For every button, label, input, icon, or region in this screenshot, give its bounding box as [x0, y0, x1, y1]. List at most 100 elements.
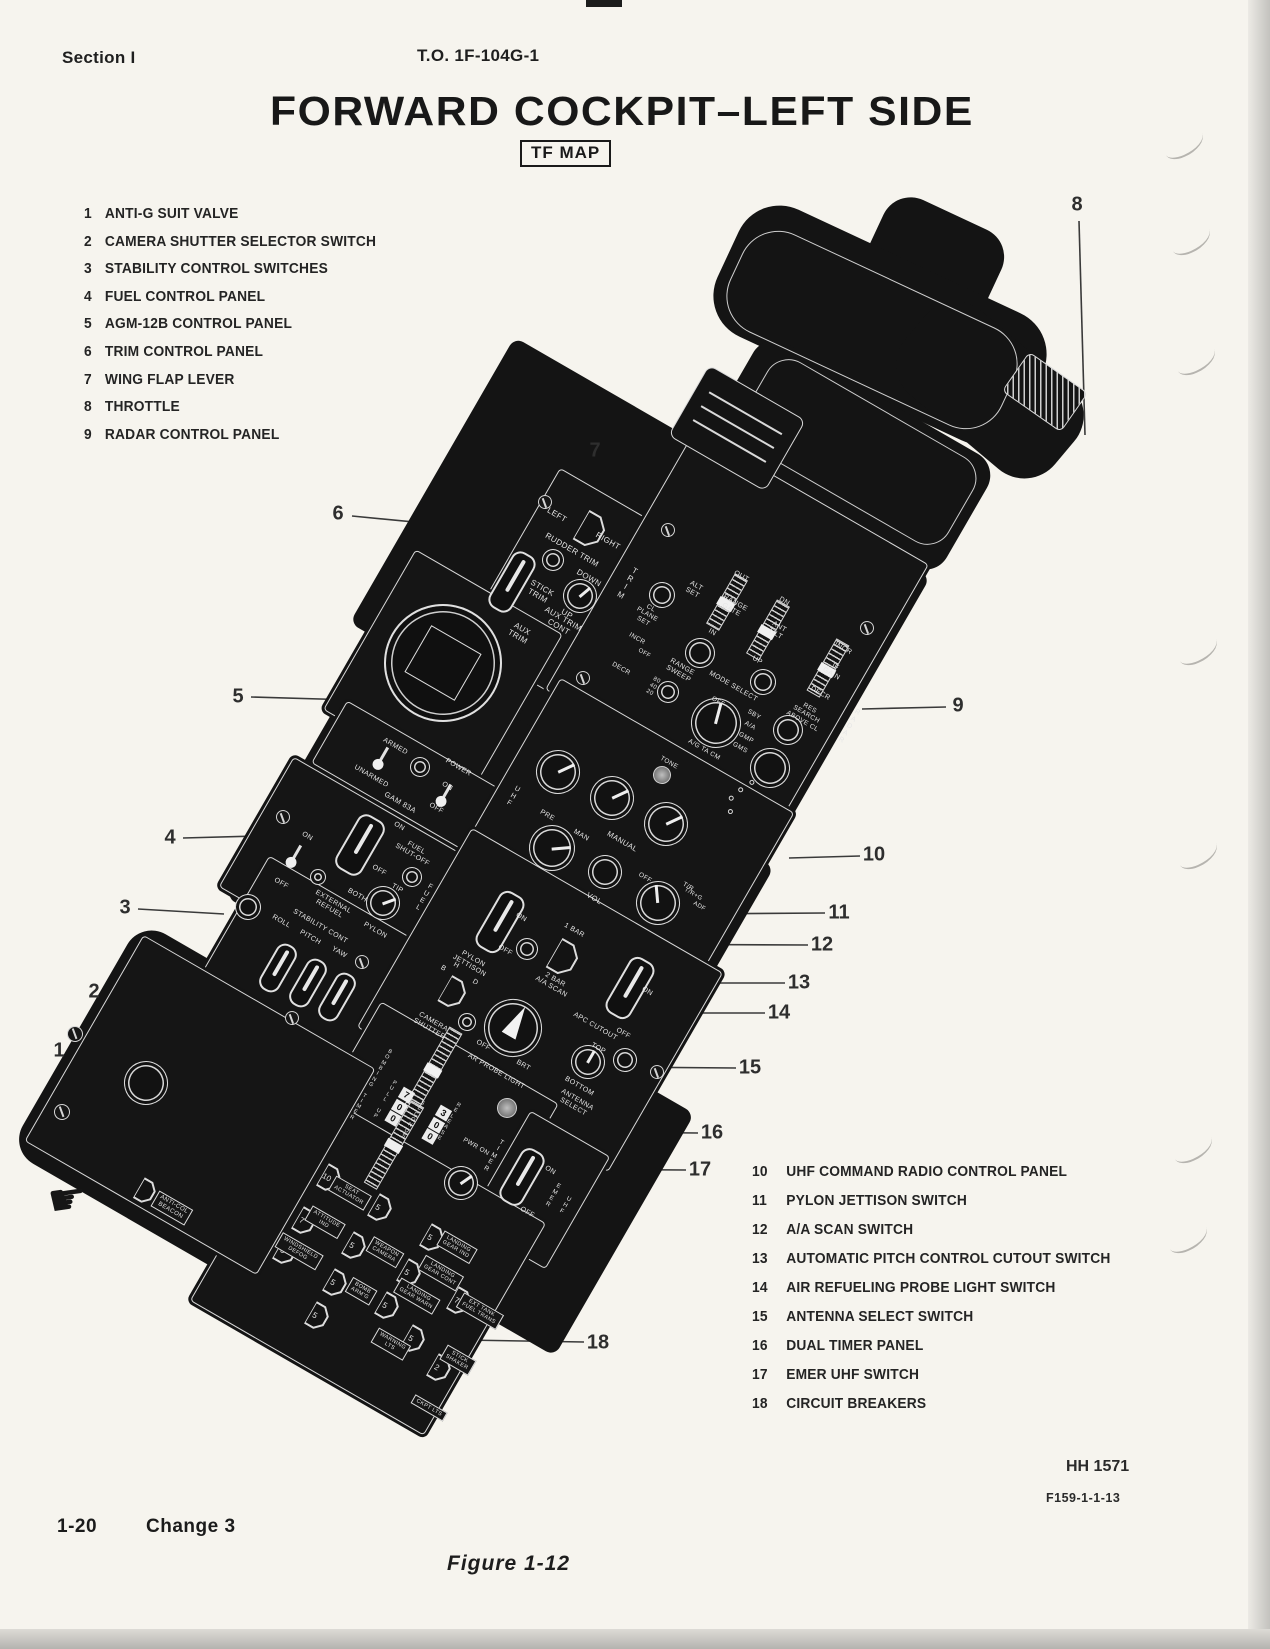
legend-item-number: 7 [84, 371, 92, 388]
legend-item-label: AIR REFUELING PROBE LIGHT SWITCH [786, 1280, 1056, 1296]
grip-ridge [700, 405, 774, 450]
callout-9: 9 [952, 694, 964, 717]
ref-hh: HH 1571 [1066, 1458, 1130, 1475]
legend-item-7: 7 WING FLAP LEVER [84, 372, 235, 388]
callout-12: 12 [810, 933, 834, 956]
callout-14: 14 [767, 1001, 791, 1024]
legend-item-18: 18 CIRCUIT BREAKERS [752, 1396, 926, 1412]
callout-8: 8 [1071, 193, 1083, 216]
legend-item-number: 5 [84, 316, 92, 333]
legend-item-label: DUAL TIMER PANEL [786, 1338, 924, 1354]
leader-line-3 [137, 908, 225, 915]
callout-4: 4 [164, 826, 176, 849]
legend-item-number: 17 [752, 1367, 768, 1383]
legend-item-label: CIRCUIT BREAKERS [786, 1396, 927, 1412]
knob-pointer [664, 815, 683, 827]
callout-5: 5 [232, 685, 244, 708]
change-number: Change 3 [146, 1516, 236, 1537]
callout-6: 6 [332, 502, 344, 525]
grip-ridge [692, 419, 766, 464]
legend-item-16: 16 DUAL TIMER PANEL [752, 1338, 923, 1354]
legend-item-label: A/A SCAN SWITCH [786, 1222, 914, 1238]
legend-item-8: 8 THROTTLE [84, 399, 180, 415]
page-title: FORWARD COCKPIT–LEFT SIDE [270, 88, 974, 134]
tf-map-box: TF MAP [520, 140, 612, 167]
legend-item-number: 13 [752, 1251, 768, 1267]
legend-item-number: 10 [752, 1164, 768, 1180]
legend-item-number: 12 [752, 1222, 768, 1238]
legend-item-label: FUEL CONTROL PANEL [104, 288, 266, 305]
to-number: T.O. 1F-104G-1 [417, 46, 540, 65]
legend-item-number: 6 [84, 344, 92, 360]
page-number: 1-20 [57, 1516, 98, 1537]
legend-item-number: 2 [84, 233, 92, 250]
legend-item-label: ANTENNA SELECT SWITCH [786, 1309, 974, 1325]
legend-item-number: 9 [84, 426, 92, 443]
leader-line-18 [462, 1339, 585, 1343]
knob-pointer [578, 586, 592, 598]
legend-item-number: 11 [752, 1193, 767, 1209]
scan-notch [586, 0, 622, 7]
legend-item-label: CAMERA SHUTTER SELECTOR SWITCH [104, 233, 377, 250]
leader-line-10 [788, 855, 861, 859]
legend-item-12: 12 A/A SCAN SWITCH [752, 1222, 913, 1238]
legend-item-number: 14 [752, 1280, 768, 1296]
legend-item-label: RADAR CONTROL PANEL [104, 426, 280, 443]
ref-f159: F159-1-1-13 [1046, 1491, 1121, 1505]
leader-line-9 [861, 706, 947, 710]
figure-caption: Figure 1-12 [447, 1552, 571, 1575]
callout-16: 16 [700, 1121, 724, 1144]
legend-item-14: 14 AIR REFUELING PROBE LIGHT SWITCH [752, 1280, 1056, 1296]
callout-1: 1 [53, 1039, 65, 1062]
legend-item-9: 9 RADAR CONTROL PANEL [84, 427, 279, 443]
knob-wedge-pointer [502, 1003, 533, 1040]
callout-17: 17 [688, 1158, 712, 1181]
legend-item-number: 4 [84, 288, 92, 305]
knob-pointer [382, 897, 397, 905]
knob-pointer [556, 763, 575, 775]
scan-edge-right [1248, 0, 1270, 1649]
callout-15: 15 [738, 1056, 762, 1079]
callout-10: 10 [862, 843, 886, 866]
legend-item-11: 11 PYLON JETTISON SWITCH [752, 1193, 967, 1209]
legend-item-label: STABILITY CONTROL SWITCHES [104, 261, 328, 278]
legend-item-13: 13 AUTOMATIC PITCH CONTROL CUTOUT SWITCH [752, 1251, 1111, 1267]
knob-pointer [610, 789, 629, 801]
legend-item-number: 1 [84, 206, 92, 222]
callout-2: 2 [88, 980, 100, 1003]
legend-item-label: AGM-12B CONTROL PANEL [104, 316, 293, 333]
legend-item-17: 17 EMER UHF SWITCH [752, 1367, 919, 1383]
legend-item-2: 2 CAMERA SHUTTER SELECTOR SWITCH [84, 234, 376, 250]
legend-item-5: 5 AGM-12B CONTROL PANEL [84, 316, 292, 332]
scan-edge-bottom [0, 1629, 1270, 1649]
knob-pointer [551, 845, 571, 851]
legend-item-4: 4 FUEL CONTROL PANEL [84, 289, 265, 305]
legend-item-15: 15 ANTENNA SELECT SWITCH [752, 1309, 973, 1325]
legend-item-6: 6 TRIM CONTROL PANEL [84, 344, 263, 360]
section-label: Section I [62, 48, 136, 67]
legend-item-label: WING FLAP LEVER [104, 371, 235, 388]
legend-item-number: 18 [752, 1396, 768, 1412]
knob-pointer [459, 1174, 474, 1185]
callout-18: 18 [586, 1331, 610, 1354]
legend-item-3: 3 STABILITY CONTROL SWITCHES [84, 261, 328, 277]
legend-item-label: PYLON JETTISON SWITCH [786, 1193, 967, 1209]
legend-item-label: EMER UHF SWITCH [786, 1367, 920, 1383]
callout-7: 7 [589, 439, 601, 462]
callout-3: 3 [119, 896, 131, 919]
pointing-hand-icon: ☛ [44, 1172, 91, 1227]
callout-13: 13 [787, 971, 811, 994]
legend-item-number: 3 [84, 261, 92, 278]
legend-item-number: 8 [84, 399, 92, 416]
callout-11: 11 [828, 901, 850, 924]
legend-item-label: THROTTLE [104, 399, 180, 416]
legend-item-number: 15 [752, 1309, 768, 1325]
legend-item-label: AUTOMATIC PITCH CONTROL CUTOUT SWITCH [786, 1251, 1111, 1267]
legend-item-label: TRIM CONTROL PANEL [104, 344, 264, 360]
legend-item-number: 16 [752, 1338, 768, 1354]
knob-pointer [654, 885, 660, 904]
